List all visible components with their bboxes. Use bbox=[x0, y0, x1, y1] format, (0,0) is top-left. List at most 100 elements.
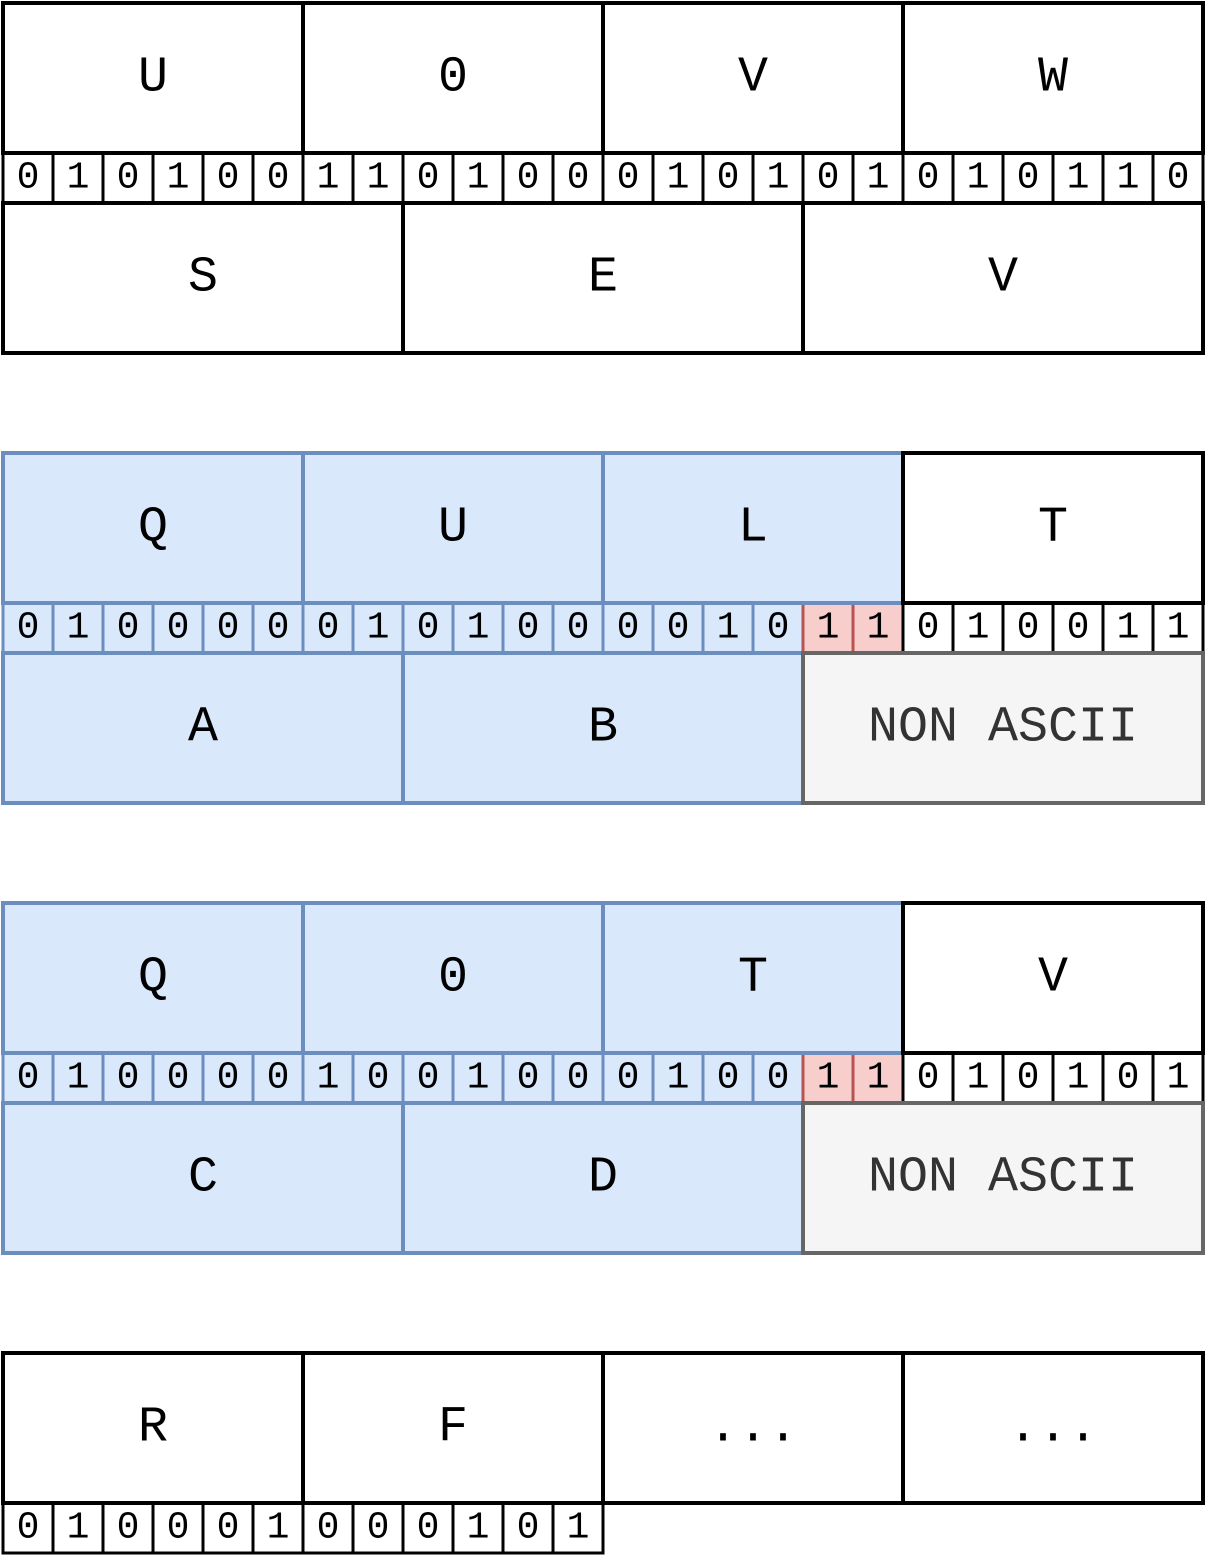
bit-cell-label: 0 bbox=[117, 1507, 140, 1550]
bit-cell: 0 bbox=[901, 601, 955, 655]
byte-cell: A bbox=[1, 651, 405, 805]
base64-char-cell: V bbox=[601, 1, 905, 155]
bit-cell-label: 0 bbox=[717, 1057, 740, 1100]
bit-cell-label: 1 bbox=[167, 157, 190, 200]
bit-cell-label: 0 bbox=[917, 607, 940, 650]
bit-cell-label: 0 bbox=[517, 1057, 540, 1100]
bit-cell-label: 1 bbox=[267, 1507, 290, 1550]
bit-cell: 0 bbox=[651, 601, 705, 655]
bit-cell-label: 0 bbox=[117, 157, 140, 200]
bit-cell: 1 bbox=[1101, 151, 1155, 205]
bit-cell: 0 bbox=[251, 601, 305, 655]
base64-char-cell-box bbox=[301, 901, 605, 1055]
bit-cell-label: 0 bbox=[417, 607, 440, 650]
bit-cell-label: 1 bbox=[467, 607, 490, 650]
bit-cell-label: 0 bbox=[17, 1057, 40, 1100]
base64-char-cell-label: W bbox=[1038, 50, 1068, 107]
byte-cell-box bbox=[1, 201, 405, 355]
byte-cell: C bbox=[1, 1101, 405, 1255]
bit-cell-label: 1 bbox=[1117, 157, 1140, 200]
base64-char-cell-box bbox=[301, 451, 605, 605]
bit-cell: 0 bbox=[601, 1051, 655, 1105]
bit-cell-label: 1 bbox=[867, 607, 890, 650]
bit-cell: 1 bbox=[351, 601, 405, 655]
bit-cell-box bbox=[1101, 601, 1155, 655]
bit-cell: 0 bbox=[1, 151, 55, 205]
bit-cell-label: 1 bbox=[467, 1507, 490, 1550]
base64-char-cell-box bbox=[301, 1, 605, 155]
base64-char-cell-box bbox=[601, 451, 905, 605]
base64-char-cell-label: ... bbox=[708, 1400, 798, 1457]
bit-cell: 0 bbox=[501, 1501, 555, 1555]
bit-cell-label: 1 bbox=[67, 1507, 90, 1550]
bit-cell-label: 0 bbox=[767, 1057, 790, 1100]
bit-cell-label: 0 bbox=[567, 1057, 590, 1100]
bit-cell-box bbox=[101, 1501, 155, 1555]
bit-cell: 0 bbox=[301, 601, 355, 655]
base64-char-cell-label: U bbox=[138, 50, 168, 107]
byte-cell-box bbox=[801, 1101, 1205, 1255]
bit-cell: 1 bbox=[51, 151, 105, 205]
bit-cell-label: 0 bbox=[267, 1057, 290, 1100]
bit-cell: 1 bbox=[351, 151, 405, 205]
byte-cell-label: NON ASCII bbox=[868, 700, 1138, 757]
byte-cell-label: C bbox=[188, 1150, 218, 1207]
bit-cell-label: 0 bbox=[1167, 157, 1190, 200]
bit-cell-label: 1 bbox=[317, 1057, 340, 1100]
bit-cell: 0 bbox=[501, 601, 555, 655]
bit-cell-label: 0 bbox=[267, 607, 290, 650]
bit-cell: 0 bbox=[701, 1051, 755, 1105]
base64-char-cell: ... bbox=[601, 1351, 905, 1505]
bit-cell: 1 bbox=[151, 151, 205, 205]
bit-cell: 1 bbox=[951, 1051, 1005, 1105]
base64-char-cell-label: V bbox=[1038, 950, 1068, 1007]
bit-cell: 1 bbox=[1101, 601, 1155, 655]
bit-cell-label: 1 bbox=[1117, 607, 1140, 650]
bit-cell-label: 0 bbox=[917, 1057, 940, 1100]
bit-cell: 0 bbox=[401, 1051, 455, 1105]
base64-char-cell-label: 0 bbox=[438, 50, 468, 107]
bit-cell: 1 bbox=[851, 151, 905, 205]
bit-cell-label: 0 bbox=[1017, 157, 1040, 200]
bit-cell-box bbox=[901, 601, 955, 655]
bit-cell-label: 0 bbox=[617, 1057, 640, 1100]
bit-cell: 0 bbox=[201, 151, 255, 205]
byte-cell: B bbox=[401, 651, 805, 805]
bit-cell-box bbox=[801, 601, 855, 655]
bit-cell-label: 0 bbox=[517, 1507, 540, 1550]
byte-cell-box bbox=[801, 201, 1205, 355]
base64-char-cell: T bbox=[901, 451, 1205, 605]
bit-cell-label: 1 bbox=[867, 1057, 890, 1100]
bit-cell: 0 bbox=[1101, 1051, 1155, 1105]
bit-cell: 0 bbox=[151, 601, 205, 655]
byte-cell-label: A bbox=[188, 700, 218, 757]
base64-char-cell-label: F bbox=[438, 1400, 468, 1457]
bit-cell-label: 1 bbox=[67, 1057, 90, 1100]
bit-cell: 1 bbox=[951, 601, 1005, 655]
byte-cell: E bbox=[401, 201, 805, 355]
bit-cell-label: 0 bbox=[517, 607, 540, 650]
bit-cell: 1 bbox=[451, 1501, 505, 1555]
bit-cell-label: 1 bbox=[67, 607, 90, 650]
byte-cell: V bbox=[801, 201, 1205, 355]
bit-cell: 1 bbox=[951, 151, 1005, 205]
bit-cell: 0 bbox=[901, 151, 955, 205]
bit-cell-label: 1 bbox=[717, 607, 740, 650]
bit-cell: 0 bbox=[251, 1051, 305, 1105]
byte-cell-label: NON ASCII bbox=[868, 1150, 1138, 1207]
bit-cell: 1 bbox=[801, 1051, 855, 1105]
bit-cell: 1 bbox=[651, 151, 705, 205]
bit-cell-label: 0 bbox=[1017, 1057, 1040, 1100]
base64-char-cell: W bbox=[901, 1, 1205, 155]
bit-cell-label: 1 bbox=[317, 157, 340, 200]
byte-cell-box bbox=[401, 651, 805, 805]
bit-cell: 0 bbox=[151, 1501, 205, 1555]
byte-cell-label: S bbox=[188, 250, 218, 307]
bit-cell-label: 1 bbox=[467, 1057, 490, 1100]
base64-char-cell: Q bbox=[1, 451, 305, 605]
byte-cell-box bbox=[1, 1101, 405, 1255]
